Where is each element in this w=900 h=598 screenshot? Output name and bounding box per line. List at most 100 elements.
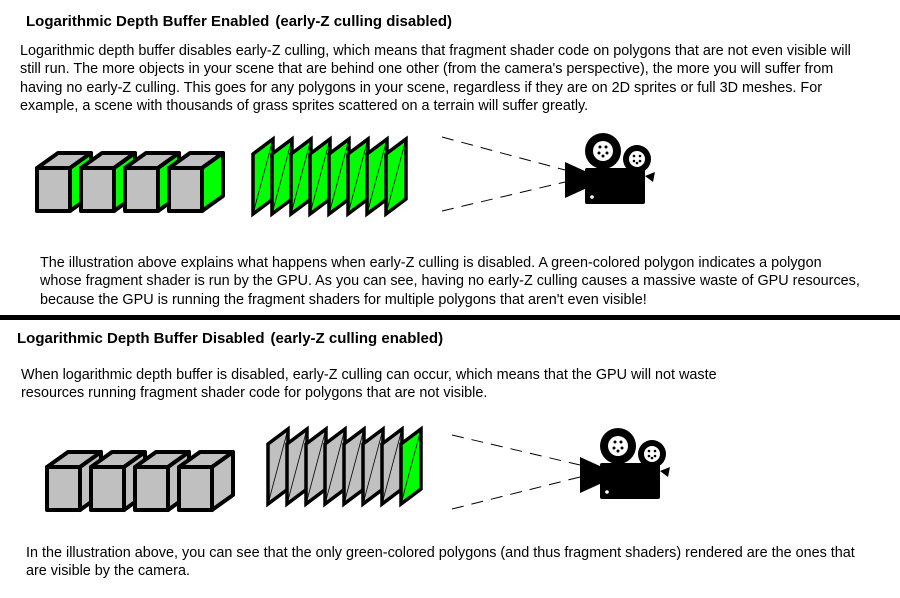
sprite-shaded [289, 135, 313, 218]
camera-body [600, 463, 660, 499]
reel-hole [632, 159, 636, 163]
reel-hole [620, 446, 624, 450]
reel-hole [653, 449, 657, 453]
reel-hole [647, 454, 651, 458]
cube-front-face [133, 465, 170, 512]
sprite-shaded [346, 135, 370, 218]
sprite-diagonal [381, 428, 403, 505]
sprite-row [251, 135, 408, 218]
depth-illustration [45, 425, 670, 512]
reel-hole [613, 440, 617, 444]
sprite-diagonal [347, 138, 369, 215]
movie-camera-icon [565, 133, 655, 204]
section-1-title: Logarithmic Depth Buffer Enabled [26, 13, 270, 30]
camera-body [585, 168, 645, 204]
sprite [285, 425, 309, 508]
sprite-shaded [384, 135, 408, 218]
camera-lens [580, 457, 602, 493]
film-reel-large-center [593, 141, 613, 161]
reel-hole [605, 151, 609, 155]
section-2-heading: Logarithmic Depth Buffer Disabled (early-… [17, 330, 443, 347]
sprite-shaded [365, 135, 389, 218]
sprite-diagonal [267, 428, 289, 505]
cube [177, 450, 235, 512]
cube-front-face [35, 166, 72, 213]
cube-row [35, 151, 225, 213]
sprite-diagonal [343, 428, 365, 505]
cube-front-face [45, 465, 82, 512]
cube-front-face [123, 166, 160, 213]
camera-frustum [451, 434, 581, 510]
reel-hole [638, 154, 642, 158]
frustum-line-top [441, 136, 566, 171]
sprite-diagonal [286, 428, 308, 505]
sprite-diagonal [400, 428, 422, 505]
section-1-heading: Logarithmic Depth Buffer Enabled (early-Z… [26, 13, 452, 30]
sprite [266, 425, 290, 508]
section-1-caption: The illustration above explains what hap… [40, 255, 860, 308]
cube-front-face [79, 166, 116, 213]
sprite-diagonal [271, 138, 293, 215]
section-2-title: Logarithmic Depth Buffer Disabled [17, 330, 265, 347]
sprite-diagonal [324, 428, 346, 505]
section-2-subtitle: (early-Z culling enabled) [270, 330, 444, 347]
cube [167, 151, 225, 213]
sprite-diagonal [290, 138, 312, 215]
section-2-caption: In the illustration above, you can see t… [26, 545, 855, 580]
sprite-diagonal [328, 138, 350, 215]
frustum-line-top [451, 434, 581, 466]
reel-hole [632, 154, 636, 158]
cube [45, 450, 103, 512]
sprite-shaded [251, 135, 275, 218]
depth-illustration [35, 133, 655, 218]
sprite-shaded [399, 425, 423, 508]
movie-camera-icon [580, 428, 670, 499]
cube-row [45, 450, 235, 512]
camera-indicator [590, 195, 594, 199]
frustum-line-bottom [441, 181, 566, 212]
sprite-row [266, 425, 423, 508]
section-divider [0, 315, 900, 320]
section-1-illustration [35, 133, 655, 218]
reel-hole [598, 145, 602, 149]
reel-hole [597, 151, 601, 155]
reel-hole [619, 440, 623, 444]
cube-front-face [89, 465, 126, 512]
reel-hole [604, 145, 608, 149]
sprite-diagonal [366, 138, 388, 215]
sprite [380, 425, 404, 508]
cube-front-face [177, 465, 214, 512]
section-1-intro: Logarithmic depth buffer disables early-… [20, 43, 851, 114]
sprite-diagonal [362, 428, 384, 505]
sprite [342, 425, 366, 508]
reel-hole [653, 454, 657, 458]
camera-handle [645, 172, 655, 182]
sprite-diagonal [252, 138, 274, 215]
camera-indicator [605, 490, 609, 494]
sprite-diagonal [305, 428, 327, 505]
frustum-line-bottom [451, 476, 581, 510]
camera-lens [565, 162, 587, 198]
reel-hole [601, 154, 605, 158]
reel-hole [647, 449, 651, 453]
section-2-illustration [45, 425, 670, 512]
sprite-shaded [327, 135, 351, 218]
cube [133, 450, 191, 512]
reel-hole [612, 446, 616, 450]
reel-hole [638, 159, 642, 163]
cube-front-face [167, 166, 204, 213]
reel-hole [650, 456, 654, 460]
film-reel-small-center [629, 151, 645, 167]
section-2-intro: When logarithmic depth buffer is disable… [21, 367, 717, 402]
camera-handle [660, 467, 670, 477]
reel-hole [635, 161, 639, 165]
section-1-subtitle: (early-Z culling disabled) [275, 13, 453, 30]
camera-frustum [441, 136, 566, 212]
sprite-shaded [270, 135, 294, 218]
reel-hole [616, 449, 620, 453]
sprite [304, 425, 328, 508]
sprite [361, 425, 385, 508]
film-reel-large-center [608, 436, 628, 456]
film-reel-small-center [644, 446, 660, 462]
sprite-diagonal [385, 138, 407, 215]
